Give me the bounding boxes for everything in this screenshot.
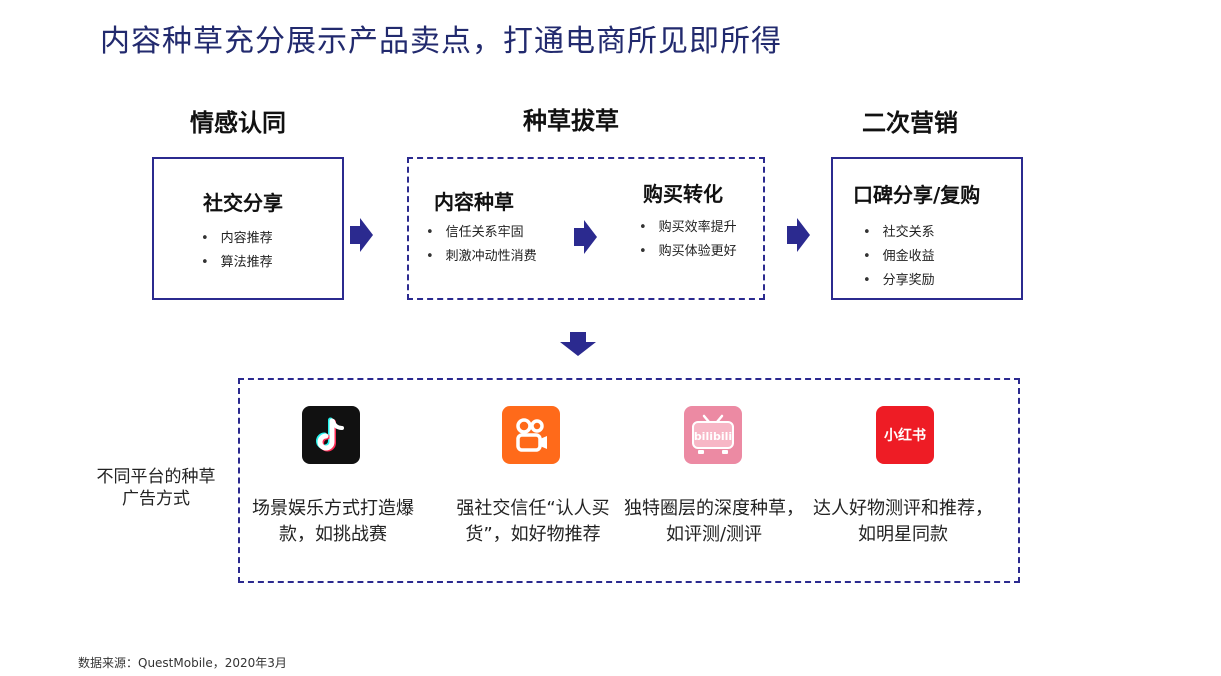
list-item: 佣金收益 <box>863 245 935 269</box>
reputation-list: 社交关系 佣金收益 分享奖励 <box>863 221 935 293</box>
xiaohongshu-logo-text: 小红书 <box>884 428 926 444</box>
platform-desc: 强社交信任“认人买货”，如好物推荐 <box>456 498 610 545</box>
social-share-list: 内容推荐 算法推荐 <box>201 227 273 275</box>
list-item: 社交关系 <box>863 221 935 245</box>
stage-emotional-identity: 情感认同 <box>190 109 286 137</box>
douyin-logo-icon <box>302 406 360 464</box>
stage-remarketing: 二次营销 <box>862 109 958 137</box>
purchase-conversion-title: 购买转化 <box>643 182 723 206</box>
social-share-box: 社交分享 内容推荐 算法推荐 <box>152 157 344 300</box>
list-item: 算法推荐 <box>201 251 273 275</box>
reputation-box: 口碑分享/复购 社交关系 佣金收益 分享奖励 <box>831 157 1023 300</box>
xiaohongshu-logo-icon: 小红书 <box>876 406 934 464</box>
data-source: 数据来源：QuestMobile，2020年3月 <box>78 656 287 670</box>
list-item: 信任关系牢固 <box>426 221 537 245</box>
arrow-down-icon <box>560 332 596 358</box>
bilibili-logo-icon: bilibili <box>684 406 742 464</box>
list-item: 内容推荐 <box>201 227 273 251</box>
platform-desc: 场景娱乐方式打造爆款，如挑战赛 <box>252 498 414 545</box>
reputation-title: 口碑分享/复购 <box>853 183 981 207</box>
list-item: 刺激冲动性消费 <box>426 245 537 269</box>
content-seeding-title: 内容种草 <box>434 190 514 214</box>
seeding-box: 内容种草 信任关系牢固 刺激冲动性消费 购买转化 购买效率提升 购买体验更好 <box>407 157 765 300</box>
kuaishou-logo-icon <box>502 406 560 464</box>
list-item: 购买体验更好 <box>639 240 737 264</box>
platform-label: 不同平台的种草广告方式 <box>96 467 216 509</box>
bilibili-logo-text: bilibili <box>694 430 732 443</box>
list-item: 分享奖励 <box>863 269 935 293</box>
page-title: 内容种草充分展示产品卖点，打通电商所见即所得 <box>100 24 782 59</box>
social-share-title: 社交分享 <box>203 191 283 215</box>
content-seeding-list: 信任关系牢固 刺激冲动性消费 <box>426 221 537 269</box>
stage-seeding: 种草拔草 <box>523 107 619 135</box>
platforms-box: 场景娱乐方式打造爆款，如挑战赛 强社交信任“认人买货”，如好物推荐 bilibi… <box>238 378 1020 583</box>
platform-desc: 达人好物测评和推荐，如明星同款 <box>813 498 993 545</box>
purchase-conversion-list: 购买效率提升 购买体验更好 <box>639 216 737 264</box>
list-item: 购买效率提升 <box>639 216 737 240</box>
platform-desc: 独特圈层的深度种草，如评测/测评 <box>624 498 804 545</box>
